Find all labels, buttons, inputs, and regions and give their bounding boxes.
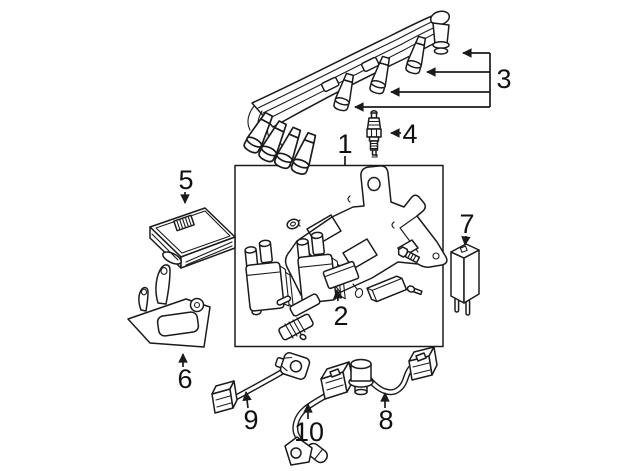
knock-sensor — [211, 352, 311, 414]
crankshaft-sensor — [284, 361, 354, 466]
callout-8-label: 8 — [378, 405, 393, 435]
screw — [406, 285, 423, 296]
callout-1-label: 1 — [337, 129, 352, 159]
callout-10-label: 10 — [294, 417, 324, 447]
callout-5-label: 5 — [178, 165, 193, 195]
spark-plug — [366, 110, 382, 158]
connector-assembly — [278, 293, 321, 341]
callout-knock-sensor: 9 — [242, 391, 259, 435]
callout-9-label: 9 — [243, 405, 258, 435]
callout-assembly: 1 — [337, 129, 353, 165]
callout-control-module: 5 — [178, 165, 194, 204]
sensor-head — [348, 358, 374, 396]
relay — [450, 243, 480, 316]
wire-clip — [360, 56, 380, 73]
callout-condenser: 2 — [333, 289, 349, 331]
wire-boot — [429, 10, 451, 55]
bracket-hole — [367, 176, 381, 192]
clamp-bracket — [366, 275, 408, 303]
grommet — [286, 218, 300, 230]
condenser — [322, 260, 364, 298]
coil-pin — [276, 295, 292, 306]
module-port — [162, 251, 182, 265]
module-label — [173, 214, 195, 232]
callout-crankshaft-sensor: 10 — [294, 403, 324, 447]
control-module — [149, 207, 236, 269]
sensor-head — [284, 436, 328, 466]
callout-7-label: 7 — [459, 209, 474, 239]
callout-camshaft-sensor: 8 — [378, 392, 394, 435]
wire-clip — [320, 76, 340, 93]
bracket-opening — [156, 311, 200, 337]
callout-spark-plug: 4 — [390, 119, 418, 149]
callout-6-label: 6 — [177, 364, 192, 394]
camshaft-sensor — [348, 346, 438, 396]
sensor-head — [274, 352, 311, 380]
callout-module-bracket: 6 — [177, 353, 193, 394]
mounting-bolt — [397, 246, 421, 264]
callout-3-label: 3 — [496, 64, 511, 94]
callout-2-label: 2 — [333, 301, 348, 331]
callout-4-label: 4 — [402, 119, 417, 149]
module-bracket — [127, 264, 211, 348]
callout-wire-set: 3 — [354, 48, 512, 112]
spark-plug-wire-set — [241, 10, 451, 177]
callout-relay: 7 — [459, 209, 475, 246]
